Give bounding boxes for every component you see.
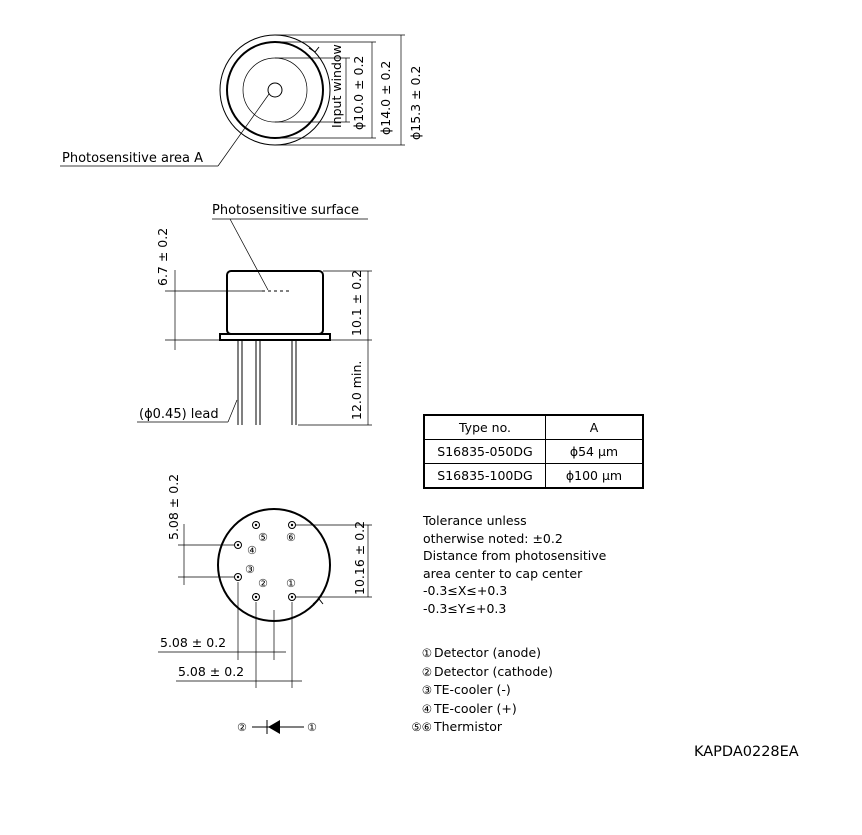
index-tab [312, 598, 324, 605]
cap-diameter-dimension: ϕ14.0 ± 0.2 [378, 61, 393, 135]
table-row: S16835-100DG ϕ100 μm [423, 463, 644, 489]
pin-3-label: ③ [245, 563, 255, 576]
note-line: otherwise noted: ±0.2 [423, 530, 563, 546]
pin-2 [252, 593, 260, 601]
schematic-cathode-label: ② [237, 721, 247, 734]
drawing-code: KAPDA0228EA [694, 744, 799, 760]
pin-1 [288, 593, 296, 601]
lead-length-dimension: 12.0 min. [349, 361, 364, 420]
pin-symbol: ③ [421, 683, 432, 697]
pin-6 [288, 521, 296, 529]
photosensitive-area-circle [267, 82, 283, 98]
pin-1-label: ① [286, 577, 296, 590]
side-view: Photosensitive surface 6.7 ± 0.2 10.1 ± … [137, 203, 372, 426]
note-line: Distance from photosensitive [423, 548, 607, 563]
pin-4 [234, 541, 242, 549]
flange-diameter-dimension: ϕ15.3 ± 0.2 [408, 66, 423, 140]
pin-description: Detector (anode) [434, 645, 542, 660]
table-header: A [545, 414, 644, 440]
table-row: S16835-050DG ϕ54 μm [423, 439, 644, 464]
diode-schematic: ② ① [237, 720, 317, 734]
pin-5-label: ⑤ [258, 531, 268, 544]
flange-tab [308, 46, 320, 53]
pin-description: TE-cooler (-) [434, 682, 511, 697]
cap-height-dimension: 10.1 ± 0.2 [349, 270, 364, 336]
stem-flange [219, 333, 331, 341]
bottom-vertical-dimension: 5.08 ± 0.2 [166, 474, 181, 540]
table-cell: ϕ54 μm [545, 439, 644, 464]
bottom-view: ① ② ③ ④ ⑤ ⑥ 5.08 ± 0.2 10.16 ± 0.2 5.08 … [158, 474, 372, 688]
note-line: -0.3≤X≤+0.3 [423, 583, 508, 598]
pin-3 [234, 573, 242, 581]
pin-2-label: ② [258, 577, 268, 590]
schematic-anode-label: ① [307, 721, 317, 734]
photosensitive-area-label: Photosensitive area A [62, 151, 203, 166]
cap-outline [226, 41, 324, 139]
bottom-horizontal-dimension-2: 5.08 ± 0.2 [178, 664, 244, 679]
top-view: Input window ϕ10.0 ± 0.2 ϕ14.0 ± 0.2 ϕ15… [60, 34, 423, 167]
type-table: Type no. A S16835-050DG ϕ54 μm S16835-10… [423, 414, 644, 489]
pin-description: Thermistor [434, 719, 503, 734]
table-header: Type no. [423, 414, 546, 440]
pin-6-label: ⑥ [286, 531, 296, 544]
input-window-dimension: ϕ10.0 ± 0.2 [351, 56, 366, 130]
input-window-outline [242, 57, 308, 123]
photosensitive-surface-label: Photosensitive surface [212, 203, 359, 218]
bottom-horizontal-dimension-1: 5.08 ± 0.2 [160, 635, 226, 650]
pin-description: TE-cooler (+) [434, 700, 517, 716]
pin-symbol: ② [421, 664, 432, 679]
pin-symbol: ① [421, 646, 432, 660]
pin-symbol: ④ [421, 701, 432, 716]
pin-4-label: ④ [247, 544, 257, 557]
pin-description: Detector (cathode) [434, 663, 553, 679]
cap-body [226, 270, 324, 335]
note-line: Tolerance unless [423, 513, 527, 528]
input-window-label: Input window [329, 44, 344, 128]
table-cell: S16835-050DG [423, 439, 546, 464]
pin-pitch-vertical-dimension: 10.16 ± 0.2 [352, 521, 367, 595]
pin-symbol: ⑤⑥ [411, 720, 432, 734]
table-header-row: Type no. A [423, 414, 644, 440]
table-cell: S16835-100DG [423, 463, 546, 489]
surface-height-dimension: 6.7 ± 0.2 [155, 228, 170, 286]
table-cell: ϕ100 μm [545, 463, 644, 489]
note-line: area center to cap center [423, 565, 583, 581]
pin-5 [252, 521, 260, 529]
lead-label: (ϕ0.45) lead [139, 407, 219, 422]
tolerance-notes: Tolerance unless otherwise noted: ±0.2 D… [423, 512, 606, 617]
note-line: -0.3≤Y≤+0.3 [423, 600, 507, 616]
